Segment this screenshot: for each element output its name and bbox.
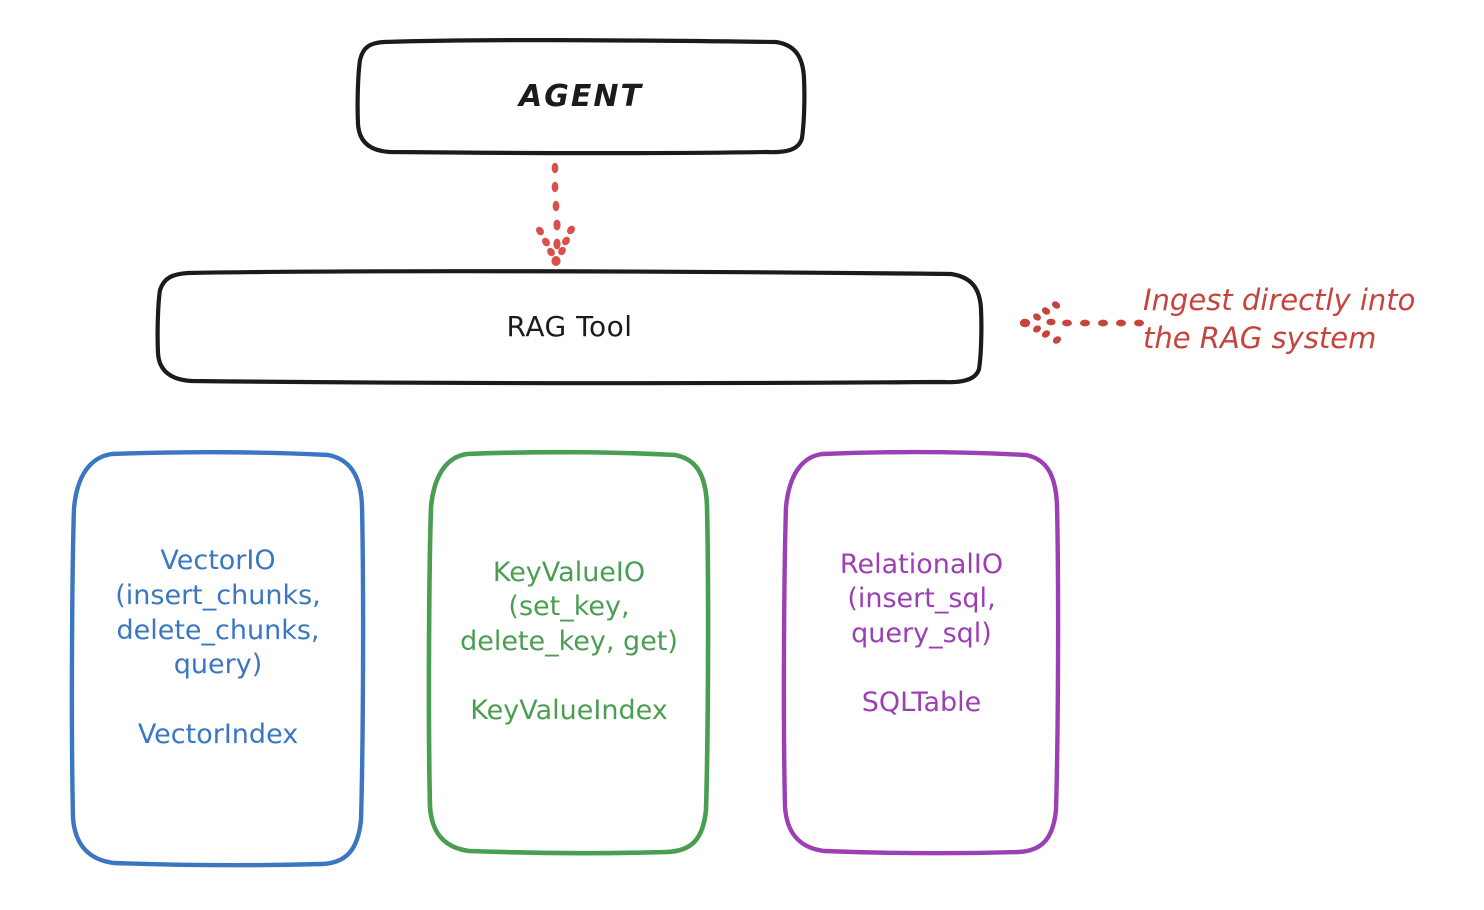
rag-tool-label: RAG Tool [506,310,633,343]
node-vector-io[interactable]: VectorIO (insert_chunks, delete_chunks, … [69,449,366,868]
node-relational-io[interactable]: RelationalIO (insert_sql, query_sql) SQL… [781,449,1061,856]
relational-io-sub-label: SQLTable [861,687,982,719]
key-value-io-label: KeyValueIO (set_key, delete_key, get) [460,556,678,657]
key-value-io-sub-label: KeyValueIndex [470,695,668,727]
node-agent[interactable]: AGENT [355,38,807,156]
agent-label: AGENT [519,79,643,114]
vector-io-sub-label: VectorIndex [137,718,299,750]
node-rag-tool[interactable]: RAG Tool [155,269,984,386]
vector-io-label: VectorIO (insert_chunks, delete_chunks, … [115,545,321,681]
agent-to-rag-tool-arrow [536,162,575,266]
ingest-note-arrow [1019,301,1144,344]
relational-io-box-outline [781,449,1061,856]
node-key-value-io[interactable]: KeyValueIO (set_key, delete_key, get) Ke… [426,449,711,856]
ingest-annotation-text: Ingest directly into the RAG system [1143,283,1416,356]
relational-io-label: RelationalIO (insert_sql, query_sql) [839,548,1004,649]
